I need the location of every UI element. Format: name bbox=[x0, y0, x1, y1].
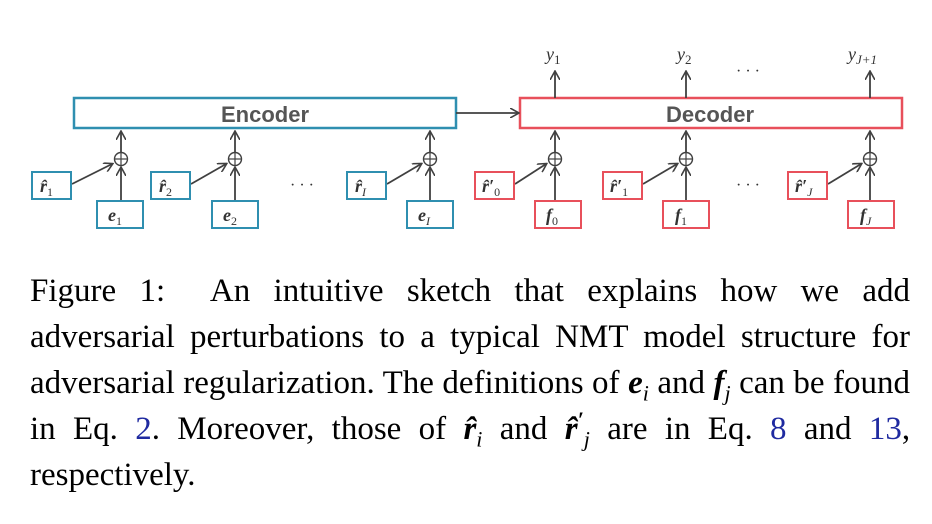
perturbation-label: r̂′J bbox=[795, 176, 813, 199]
perturbation-label: r̂′1 bbox=[610, 176, 628, 199]
embedding-label: f0 bbox=[546, 205, 558, 228]
embedding-label: f1 bbox=[675, 205, 687, 228]
caption-text: and bbox=[499, 411, 548, 447]
encoder-ellipsis: · · · bbox=[290, 177, 314, 194]
caption-text: and bbox=[657, 365, 705, 401]
embedding-box bbox=[96, 200, 144, 229]
perturbation-box bbox=[602, 171, 643, 200]
perturbation-label: r̂′0 bbox=[482, 176, 500, 199]
embedding-label: fJ bbox=[860, 205, 872, 228]
perturbation-arrow bbox=[514, 164, 546, 185]
equation-link[interactable]: 2 bbox=[135, 411, 152, 447]
perturbation-arrow bbox=[827, 164, 861, 185]
perturbation-label: r̂2 bbox=[159, 176, 172, 199]
embedding-box bbox=[847, 200, 895, 229]
encoder-label: Encoder bbox=[221, 102, 309, 127]
perturbation-arrow bbox=[190, 164, 226, 185]
perturbation-label: r̂1 bbox=[40, 176, 53, 199]
perturbation-box bbox=[787, 171, 828, 200]
output-label: yJ+1 bbox=[846, 44, 877, 67]
embedding-label: eI bbox=[418, 205, 431, 228]
figure-caption: Figure 1: An intuitive sketch that expla… bbox=[30, 268, 910, 498]
embedding-label: e2 bbox=[223, 205, 237, 228]
caption-text: , respectively. bbox=[30, 411, 911, 493]
perturbation-box bbox=[474, 171, 515, 200]
perturbation-box bbox=[150, 171, 191, 200]
equation-link[interactable]: 13 bbox=[868, 411, 902, 447]
embedding-box bbox=[534, 200, 582, 229]
math-r-j-prime: r̂′j bbox=[564, 407, 590, 452]
embedding-box bbox=[406, 200, 454, 229]
output-group: y1 y2 · · · yJ+1 bbox=[544, 44, 877, 98]
decoder-ellipsis: · · · bbox=[736, 177, 760, 194]
embedding-box bbox=[662, 200, 710, 229]
perturbation-arrow bbox=[386, 164, 421, 185]
output-ellipsis: · · · bbox=[736, 63, 760, 80]
output-label: y2 bbox=[675, 44, 692, 67]
decoder-label: Decoder bbox=[666, 102, 754, 127]
perturbation-arrow bbox=[642, 164, 677, 185]
nmt-diagram: Encoder Decoder y1 y2 · · · yJ+1 r̂1 bbox=[31, 44, 904, 229]
math-r-i: r̂i bbox=[463, 411, 483, 452]
caption-text: and bbox=[803, 411, 852, 447]
caption-text: . Moreover, those of bbox=[151, 411, 447, 447]
embedding-label: e1 bbox=[108, 205, 122, 228]
equation-link[interactable]: 8 bbox=[770, 411, 787, 447]
caption-text: are in Eq. bbox=[607, 411, 753, 447]
caption-text: can be found in Eq. bbox=[30, 365, 911, 447]
figure-label: Figure 1: bbox=[30, 273, 166, 309]
perturbation-arrow bbox=[71, 164, 112, 185]
decoder-inputs: r̂′0 f0 r̂′1 f1 · · · r̂′J f bbox=[474, 132, 895, 229]
perturbation-box bbox=[31, 171, 72, 200]
embedding-box bbox=[211, 200, 259, 229]
math-e-i: ei bbox=[628, 365, 649, 406]
perturbation-box bbox=[346, 171, 387, 200]
output-label: y1 bbox=[544, 44, 561, 67]
encoder-inputs: r̂1 e1 r̂2 e2 · · · r̂I eI bbox=[31, 132, 454, 229]
encoder-box bbox=[72, 96, 458, 130]
math-f-j: fj bbox=[713, 365, 731, 406]
perturbation-label: r̂I bbox=[355, 176, 367, 199]
decoder-box bbox=[518, 96, 904, 130]
caption-text: An intuitive sketch that explains how we… bbox=[30, 273, 911, 401]
